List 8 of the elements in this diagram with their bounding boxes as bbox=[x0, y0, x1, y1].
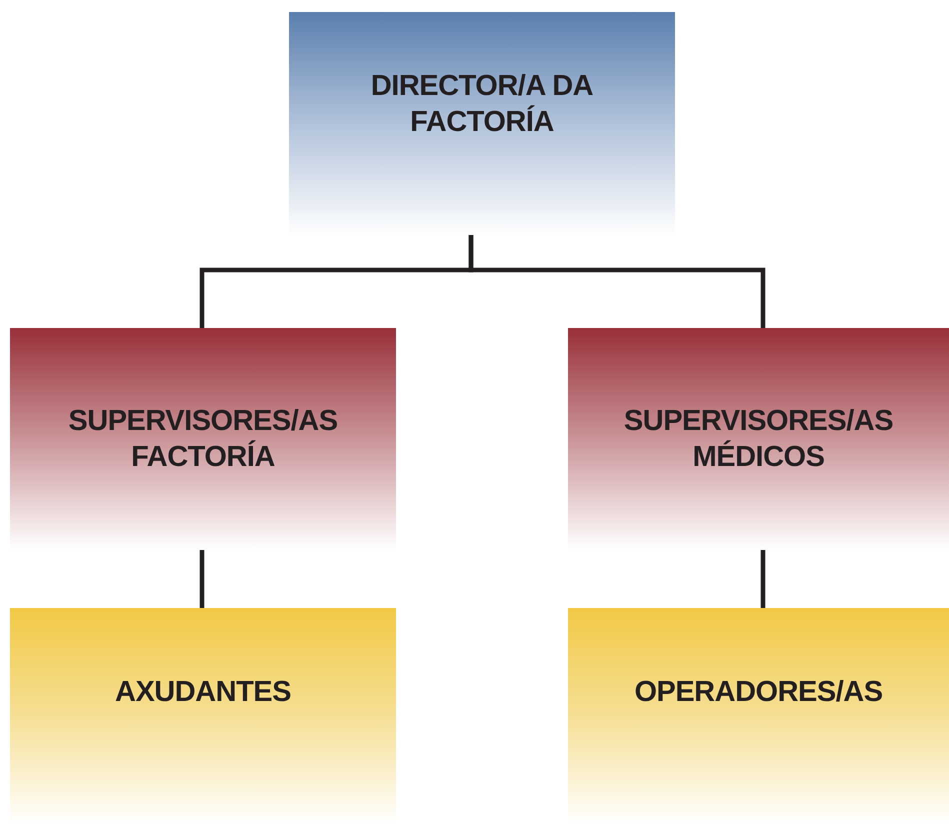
connector-line bbox=[200, 550, 204, 608]
connector-line bbox=[468, 235, 766, 328]
role-title: OPERADORES/AS bbox=[634, 675, 883, 710]
role-title: SUPERVISORES/AS MÉDICOS bbox=[622, 404, 894, 475]
connector-line bbox=[760, 550, 766, 608]
role-title: AXUDANTES bbox=[115, 675, 291, 710]
role-title: DIRECTOR/A DA FACTORÍA bbox=[370, 68, 594, 140]
role-title: SUPERVISORES/AS FACTORÍA bbox=[67, 404, 339, 475]
